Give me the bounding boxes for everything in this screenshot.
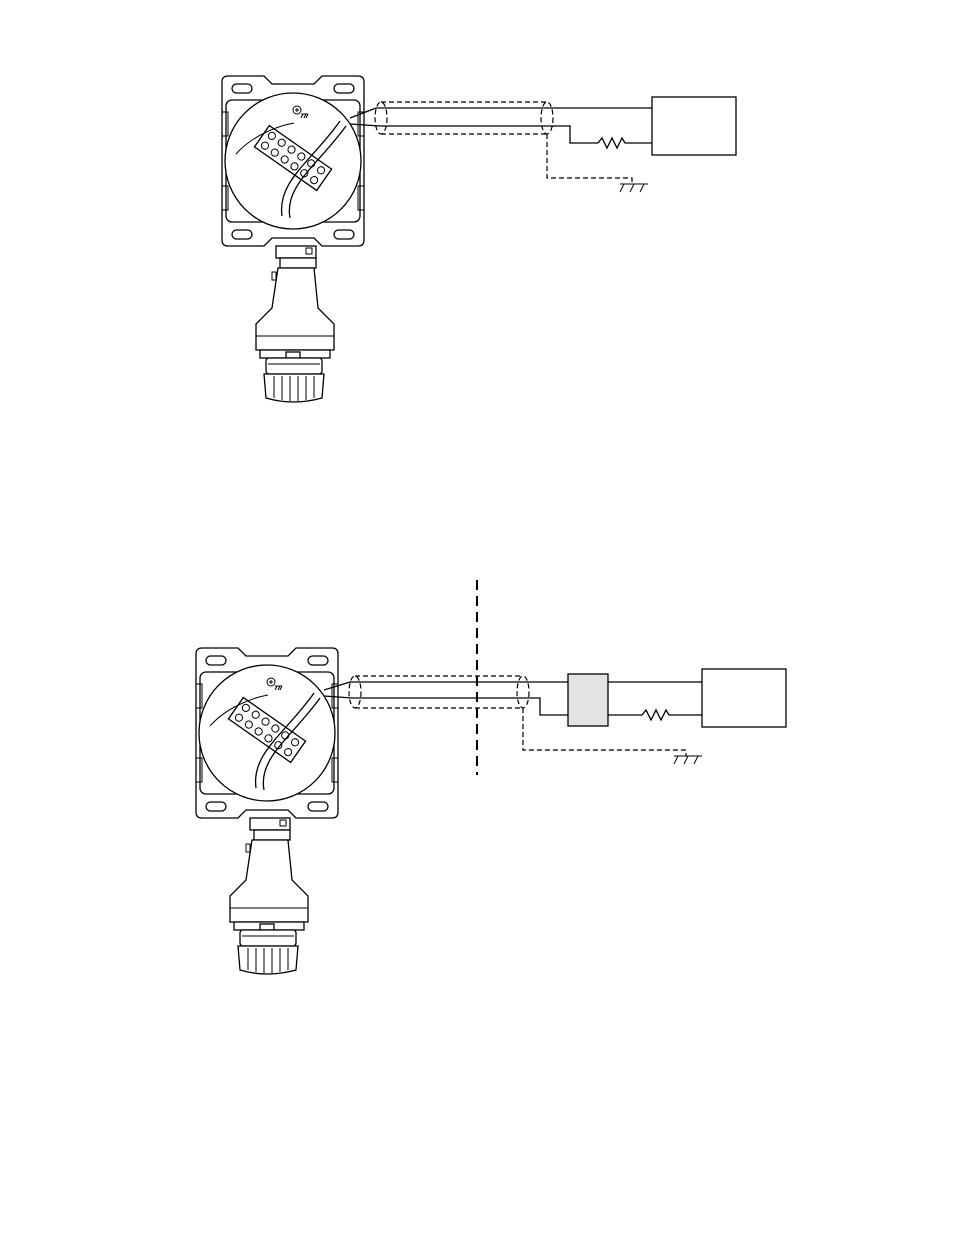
fig-bottom [196, 580, 786, 974]
cable-shield-ellipse [375, 102, 387, 134]
barrier-box [568, 674, 608, 726]
cable [324, 676, 686, 756]
controller-box [652, 97, 736, 155]
cable-shield-ellipse [349, 676, 361, 708]
ground-symbol [674, 756, 702, 764]
cable [350, 102, 652, 184]
controller-box [702, 669, 786, 727]
resistor-symbol [608, 710, 702, 720]
transmitter-housing [222, 76, 364, 402]
resistor-symbol [598, 138, 652, 148]
transmitter-housing [196, 648, 338, 974]
fig-top [222, 76, 736, 402]
ground-symbol [620, 184, 648, 192]
